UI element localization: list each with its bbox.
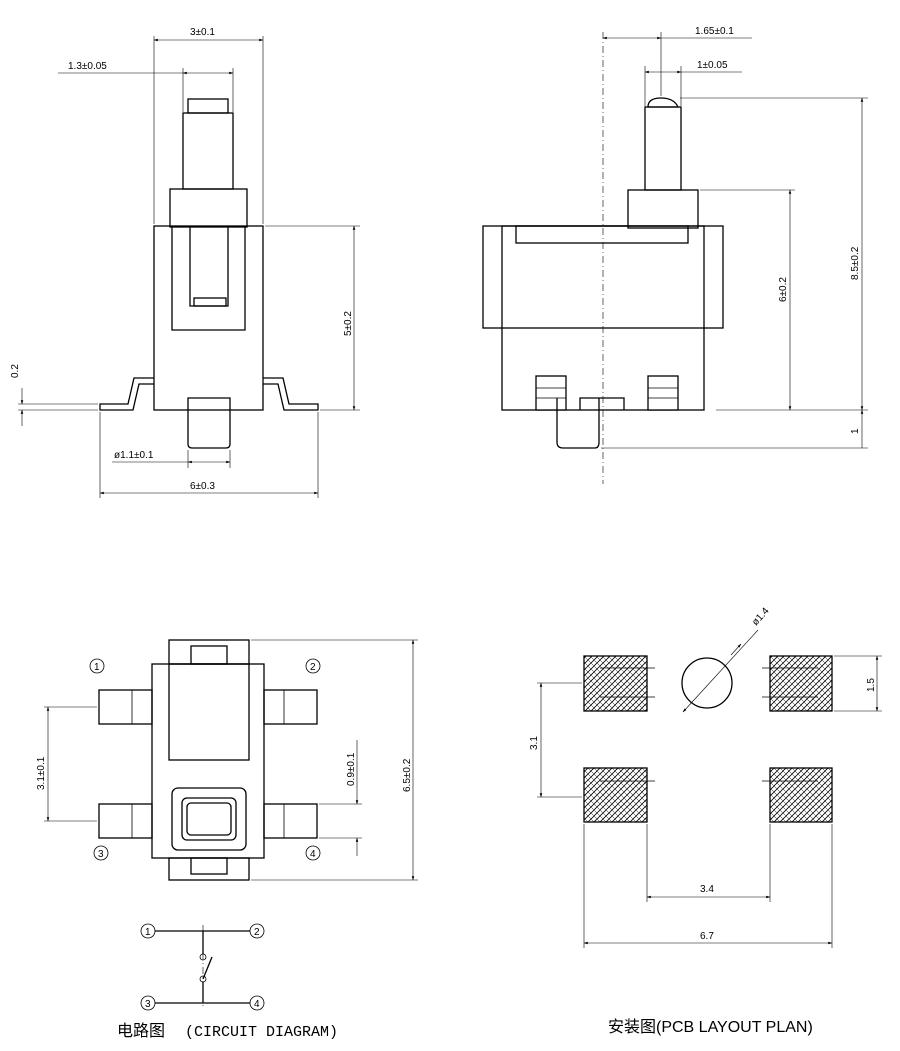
pcb-mounting-hole xyxy=(681,657,733,709)
pcb-layout: ø1.4 1.5 3.1 3.4 6.7 安装图 (PCB LAYOUT PLA… xyxy=(529,605,882,1036)
dim-front-overall-width: 6±0.3 xyxy=(190,481,215,492)
front-bottom-post xyxy=(187,397,231,449)
front-lead-left xyxy=(99,377,154,411)
circuit-diagram: 1 2 3 4 电路图 (CIRCUIT DIAGRAM) xyxy=(117,923,338,1041)
pcb-pad-2 xyxy=(769,655,833,712)
terminal-4 xyxy=(263,803,318,839)
pcb-caption-en: (PCB LAYOUT PLAN) xyxy=(656,1019,813,1036)
dim-bottom-gap: 0.9±0.1 xyxy=(346,752,357,786)
dim-front-post-dia: ø1.1±0.1 xyxy=(114,450,154,461)
side-plunger-tip xyxy=(647,97,680,108)
circuit-pin-2: 2 xyxy=(254,927,260,938)
terminal-1 xyxy=(98,689,153,725)
circuit-switch-blade xyxy=(202,956,213,980)
pin-3-marker xyxy=(93,845,109,861)
bottom-lower-tab xyxy=(190,857,228,875)
pcb-caption-cn: 安装图 xyxy=(608,1017,656,1036)
side-notch xyxy=(579,397,625,410)
plunger-tip xyxy=(187,98,229,114)
dim-side-total-height: 8.5±0.2 xyxy=(850,246,861,280)
pcb-pad-1 xyxy=(583,655,648,712)
pin-4-label: 4 xyxy=(310,849,316,860)
bottom-button-outer xyxy=(181,797,237,841)
front-slot-outer xyxy=(171,226,246,331)
side-contact-right xyxy=(647,375,679,411)
front-lead-right xyxy=(263,377,319,411)
dim-front-plunger-width: 1.3±0.05 xyxy=(68,61,107,72)
plunger-collar xyxy=(169,188,248,228)
side-plunger-collar xyxy=(627,189,699,229)
terminal-3 xyxy=(98,803,153,839)
dim-pcb-pitch-v: 3.1 xyxy=(529,736,540,750)
bottom-button-inner xyxy=(186,802,232,836)
dim-pcb-pad-height: 1.5 xyxy=(866,678,877,692)
circuit-pin-4: 4 xyxy=(254,999,260,1010)
circuit-pin-1: 1 xyxy=(145,927,151,938)
side-view: 1.65±0.1 1±0.05 6±0.2 8.5±0.2 1 xyxy=(482,26,868,484)
circuit-pin-3: 3 xyxy=(145,999,151,1010)
dim-pcb-pitch-outer: 6.7 xyxy=(700,931,714,942)
terminal-2 xyxy=(263,689,318,725)
side-bottom-post xyxy=(556,398,600,449)
front-slot-inner xyxy=(189,226,229,307)
dim-bottom-pitch: 3.1±0.1 xyxy=(36,756,47,790)
dim-front-lead-thickness: 0.2 xyxy=(10,364,21,378)
dim-side-offset: 1.65±0.1 xyxy=(695,26,734,37)
bottom-button-frame xyxy=(171,787,247,851)
front-view: 3±0.1 1.3±0.05 5±0.2 0.2 ø1.1±0.1 6±0.3 xyxy=(10,27,360,498)
pcb-pad-3 xyxy=(583,767,648,823)
pin-1-marker xyxy=(89,658,105,674)
bottom-top-tab xyxy=(190,645,228,665)
front-slot-stop xyxy=(193,297,227,307)
front-body xyxy=(153,225,264,411)
dim-side-body-height: 6±0.2 xyxy=(778,277,789,302)
dim-side-post-height: 1 xyxy=(850,428,861,434)
bottom-top-cap xyxy=(168,639,250,665)
pin-1-label: 1 xyxy=(94,662,100,673)
pcb-pad-4 xyxy=(769,767,833,823)
bottom-lower-cap xyxy=(168,857,250,881)
circuit-caption-cn: 电路图 xyxy=(117,1021,165,1040)
circuit-caption-en: (CIRCUIT DIAGRAM) xyxy=(185,1024,338,1041)
side-contact-left xyxy=(535,375,567,411)
dim-pcb-hole-dia: ø1.4 xyxy=(750,605,772,628)
pin-2-marker xyxy=(305,658,321,674)
side-top-rail xyxy=(515,225,689,244)
side-plunger-stem xyxy=(644,106,682,191)
pin-4-marker xyxy=(305,845,321,861)
dim-bottom-length: 6.5±0.2 xyxy=(402,758,413,792)
bottom-upper-panel xyxy=(168,663,250,761)
dim-side-plunger-width: 1±0.05 xyxy=(697,60,728,71)
dim-front-width-top: 3±0.1 xyxy=(190,27,215,38)
pin-2-label: 2 xyxy=(310,662,316,673)
dim-pcb-pitch-inner: 3.4 xyxy=(700,884,714,895)
plunger-stem xyxy=(182,112,234,190)
pin-3-label: 3 xyxy=(98,849,104,860)
dim-front-body-height: 5±0.2 xyxy=(343,311,354,336)
bottom-view: 1 2 3 4 3.1±0.1 0.9±0.1 6.5±0.2 xyxy=(36,639,418,881)
